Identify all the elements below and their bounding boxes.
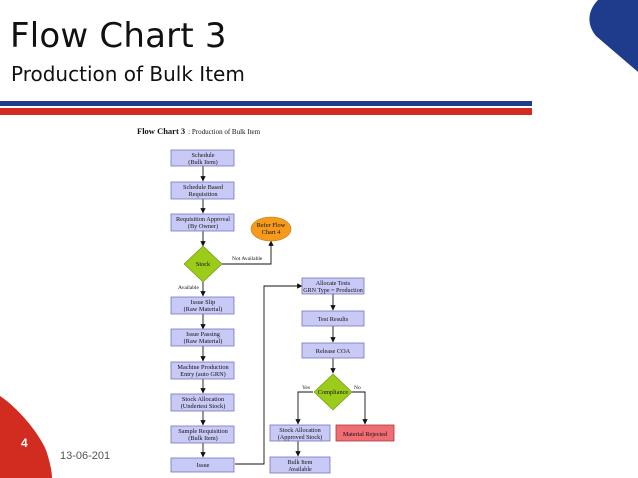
header-stripe-blue — [0, 101, 532, 106]
node-schedule-line1: Schedule — [191, 152, 214, 159]
node-stock-allocation-approved: Stock Allocation(Approved Stock) — [269, 424, 331, 442]
node-machine-line2: Entry (auto GRN) — [180, 371, 225, 378]
node-stock-decision: Stock — [183, 245, 223, 283]
diagram-heading-rest: : Production of Bulk Item — [188, 128, 260, 136]
node-issue-slip-line1: Issue Slip — [191, 299, 216, 306]
node-sample-requisition: Sample Requisition(Bulk Item) — [170, 425, 235, 444]
node-schedule-line2: (Bulk Item) — [188, 159, 218, 166]
node-material-rejected: Material Rejected — [335, 424, 395, 442]
node-sample-req-line1: Sample Requisition — [178, 428, 228, 435]
svg-text:Stock Allocation(Approved Stoc: Stock Allocation(Approved Stock) — [278, 427, 323, 441]
edge-compliance-no — [352, 391, 368, 425]
node-release-coa-label: Release COA — [316, 348, 351, 355]
node-issue-label: Issue — [197, 462, 210, 469]
node-bulk-available-line2: Available — [288, 466, 312, 473]
edge-label-available: Available — [178, 285, 200, 291]
diagram-heading-bold: Flow Chart 3 — [137, 126, 185, 136]
node-sample-req-line2: (Bulk Item) — [188, 435, 218, 442]
node-alloc-approved-line1: Stock Allocation — [279, 427, 320, 434]
node-compliance-decision: Compliance — [313, 373, 353, 411]
node-issue: Issue — [170, 457, 235, 473]
node-alloc-undertest-line1: Stock Allocation — [182, 396, 225, 403]
node-material-rejected-label: Material Rejected — [343, 431, 388, 438]
node-allocate-tests-line1: Allocate Tests — [316, 281, 351, 287]
node-machine-line1: Machine Production — [177, 364, 229, 371]
node-requisition-approval: Requisition Approval(By Owner) — [170, 213, 235, 232]
svg-text:Requisition Approval(By Owner): Requisition Approval(By Owner) — [176, 216, 230, 230]
edge-compliance-yes — [295, 391, 313, 425]
node-refer-line2: Chart 4 — [262, 229, 282, 236]
node-alloc-approved-line2: (Approved Stock) — [278, 434, 323, 441]
node-release-coa: Release COA — [301, 342, 365, 359]
svg-text:Sample Requisition(Bulk Item): Sample Requisition(Bulk Item) — [178, 428, 228, 442]
diagram-heading: Flow Chart 3: Production of Bulk Item — [137, 126, 261, 136]
node-issue-passing: Issue Passing(Raw Material) — [170, 328, 235, 347]
corner-decoration-top-right — [589, 0, 638, 72]
corner-decoration-bottom-left — [0, 396, 52, 478]
node-allocate-tests-line2: GRN Type = Production — [303, 288, 363, 294]
svg-text:Stock Allocation(Undertest Sto: Stock Allocation(Undertest Stock) — [181, 396, 226, 410]
node-schedule-based-line2: Requisition — [188, 191, 218, 198]
slide-date: 13-06-201 — [60, 450, 111, 462]
page-subtitle: Production of Bulk Item — [11, 62, 245, 86]
edge-label-not-available: Not Available — [232, 256, 263, 262]
node-issue-passing-line1: Issue Passing — [186, 331, 221, 338]
node-alloc-undertest-line2: (Undertest Stock) — [181, 403, 226, 410]
node-issue-passing-line2: (Raw Material) — [184, 338, 223, 345]
node-schedule-based-line1: Schedule Based — [183, 184, 224, 191]
node-compliance-label: Compliance — [318, 389, 349, 396]
node-stock-label: Stock — [196, 261, 211, 268]
header-stripe-red — [0, 108, 532, 115]
node-req-approval-line2: (By Owner) — [188, 223, 218, 230]
node-test-results-label: Test Results — [318, 316, 349, 323]
header-stripe-gap — [0, 106, 532, 108]
edge-stock-to-refer — [222, 240, 274, 265]
connectors — [200, 166, 368, 465]
edge-issue-to-allocate-tests — [235, 283, 303, 465]
edge-label-no: No — [354, 385, 361, 391]
node-req-approval-line1: Requisition Approval — [176, 216, 230, 223]
svg-text:Issue Slip(Raw Material): Issue Slip(Raw Material) — [184, 299, 223, 313]
node-schedule: Schedule(Bulk Item) — [170, 149, 235, 167]
page-number: 4 — [21, 436, 28, 450]
svg-text:Schedule(Bulk Item): Schedule(Bulk Item) — [188, 152, 218, 166]
node-issue-slip-line2: (Raw Material) — [184, 306, 223, 313]
page-title: Flow Chart 3 — [10, 16, 227, 56]
svg-text:Issue Passing(Raw Material): Issue Passing(Raw Material) — [184, 331, 223, 345]
node-issue-slip: Issue Slip(Raw Material) — [170, 296, 235, 315]
edge-label-yes: Yes — [302, 385, 310, 391]
node-test-results: Test Results — [301, 310, 365, 327]
node-bulk-available-line1: Bulk Item — [288, 459, 313, 466]
node-stock-allocation-undertest: Stock Allocation(Undertest Stock) — [170, 393, 235, 412]
node-refer-line1: Refer Flow — [257, 222, 286, 229]
